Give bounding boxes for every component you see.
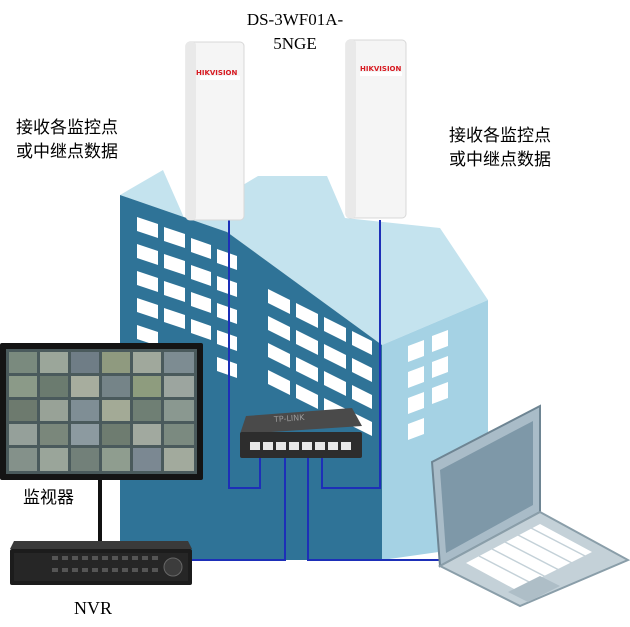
bridge-right — [345, 39, 407, 219]
building-windows-right — [408, 330, 448, 440]
nvr-label: NVR — [74, 598, 113, 618]
model-label-line1: DS-3WF01A- — [246, 10, 344, 29]
laptop-touchpad — [508, 576, 560, 602]
model-label-line2: 5NGE — [273, 34, 317, 53]
network-cables — [190, 220, 452, 561]
laptop — [430, 404, 630, 608]
right-caption: 接收各监控点 或中继点数据 — [449, 124, 551, 172]
model-label: DS-3WF01A- 5NGE — [215, 8, 375, 56]
laptop-keyboard — [466, 524, 592, 590]
monitor — [0, 343, 203, 480]
cable-laptop — [307, 455, 452, 561]
left-caption-line2: 或中继点数据 — [16, 142, 118, 162]
bridge-left — [185, 41, 245, 221]
bridge-left-logo: HIKVISION — [196, 69, 238, 77]
network-switch — [240, 408, 362, 458]
cable-left-bridge — [228, 220, 261, 489]
right-caption-line2: 或中继点数据 — [449, 150, 551, 170]
monitor-label: 监视器 — [23, 488, 74, 508]
nvr-jog-dial — [163, 557, 183, 577]
right-caption-line1: 接收各监控点 — [449, 126, 551, 146]
nvr-recorder — [10, 541, 192, 585]
cable-nvr — [190, 455, 286, 561]
monitor-camera-grid — [9, 352, 194, 471]
bridge-right-logo: HIKVISION — [360, 65, 402, 73]
building-windows-left — [137, 217, 237, 378]
left-caption-line1: 接收各监控点 — [16, 118, 118, 138]
cable-right-bridge — [321, 220, 381, 489]
laptop-screen — [440, 421, 533, 553]
switch-ports — [250, 442, 351, 450]
left-caption: 接收各监控点 或中继点数据 — [16, 116, 118, 164]
switch-logo: TP-LINK — [273, 412, 305, 425]
